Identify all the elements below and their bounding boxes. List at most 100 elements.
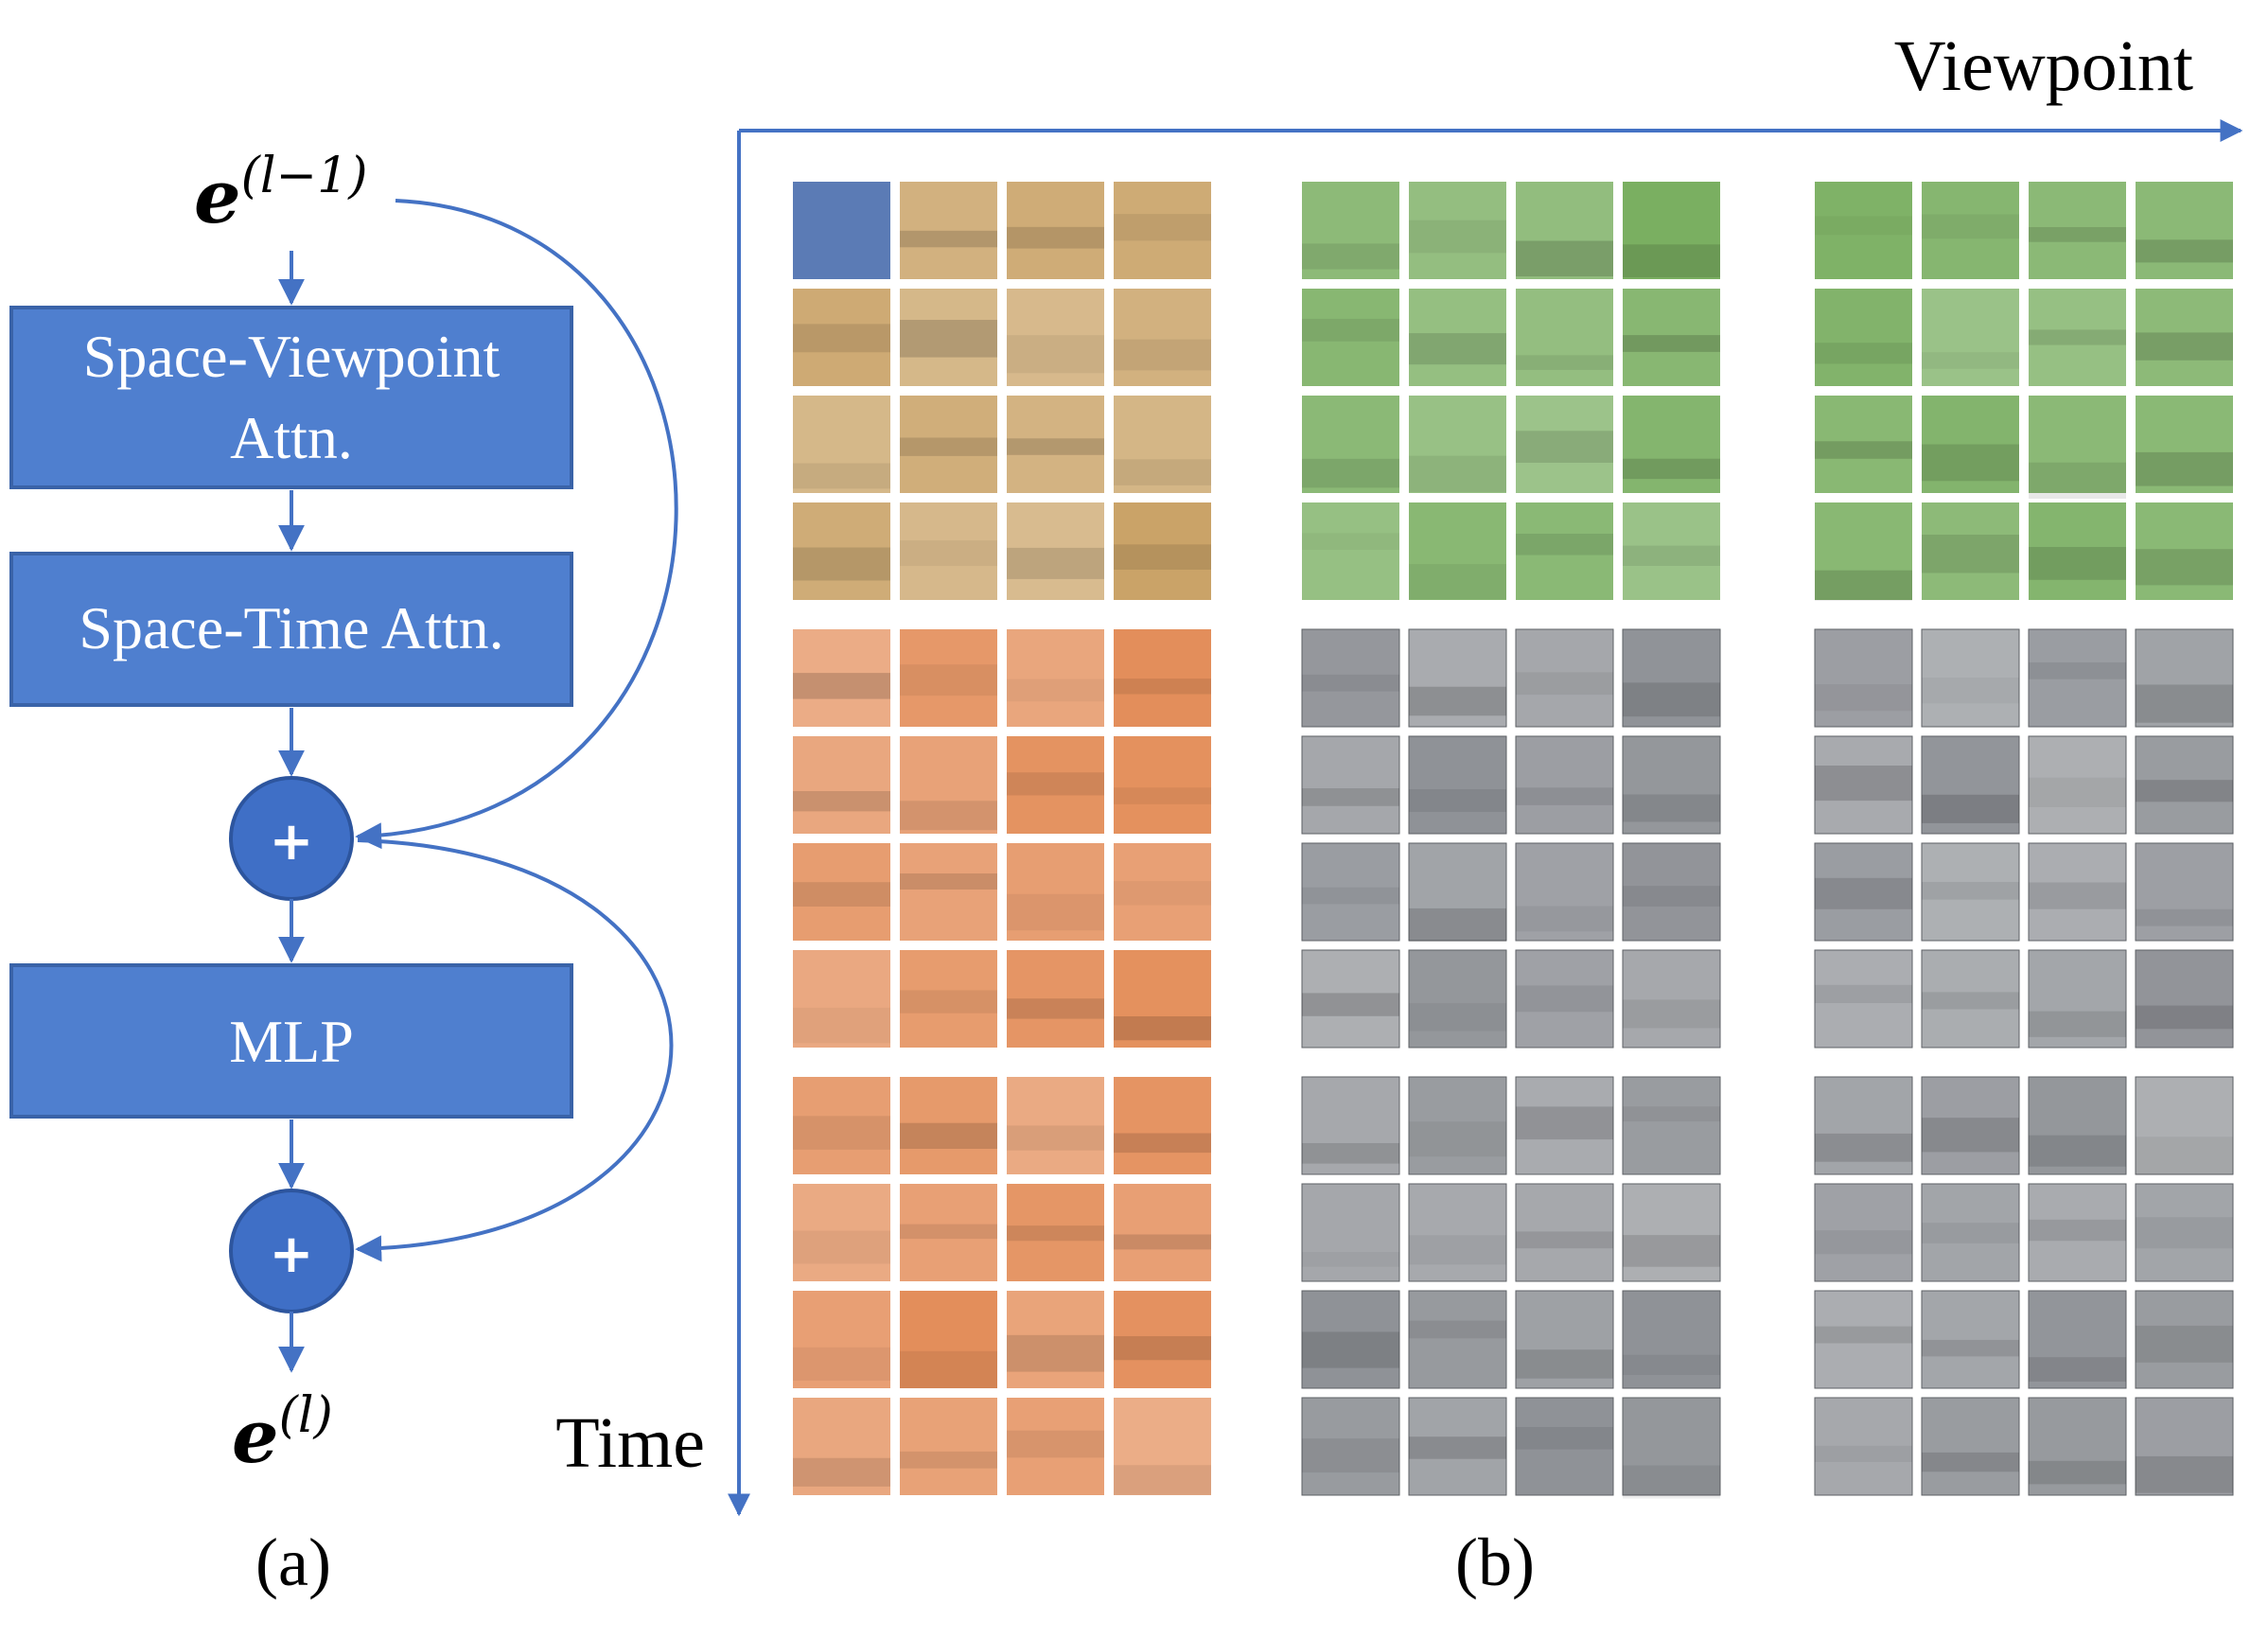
image-patch — [1114, 1184, 1211, 1281]
patch-texture — [2029, 1011, 2126, 1037]
image-patch — [1408, 1290, 1507, 1389]
image-patch — [1302, 289, 1399, 386]
image-patch — [1301, 1076, 1400, 1175]
patch-texture — [900, 437, 997, 456]
image-patch — [1921, 949, 2020, 1049]
patch-texture — [2136, 1005, 2233, 1030]
patch-texture — [900, 801, 997, 831]
image-patch — [1408, 949, 1507, 1049]
patch-texture — [900, 1451, 997, 1469]
image-patch — [1814, 1076, 1913, 1175]
patch-texture — [1922, 352, 2019, 369]
space-time-attn-block: Space-Time Attn. — [9, 552, 573, 707]
mlp-label: MLP — [229, 1008, 354, 1075]
patch-texture — [793, 463, 890, 489]
patch-texture — [1302, 318, 1399, 342]
image-patch — [1114, 736, 1211, 834]
image-patch — [2135, 1183, 2234, 1282]
image-patch — [1814, 1290, 1913, 1389]
image-patch — [793, 843, 890, 941]
patch-texture — [1815, 766, 1912, 802]
space-viewpoint-attn-block: Space-Viewpoint Attn. — [9, 306, 573, 489]
patch-texture — [1007, 1125, 1104, 1151]
image-patch — [793, 1398, 890, 1495]
image-patch — [1814, 1397, 1913, 1496]
image-patch — [1007, 396, 1104, 493]
patch-texture — [1409, 1121, 1506, 1157]
panel-a-transformer-block: e(l−1) Space-Viewpoint Attn. Space-Time … — [9, 148, 678, 1600]
patch-texture — [1922, 214, 2019, 239]
image-patch — [1007, 950, 1104, 1048]
image-patch — [1301, 1183, 1400, 1282]
image-patch — [1623, 396, 1720, 493]
patch-texture — [1114, 1234, 1211, 1250]
residual-skip-2 — [355, 838, 674, 1262]
image-patch — [2029, 502, 2126, 600]
image-patch — [1814, 735, 1913, 835]
image-patch — [793, 1184, 890, 1281]
patch-texture — [1409, 1235, 1506, 1265]
patch-texture — [1623, 1106, 1720, 1122]
patch-texture — [2029, 547, 2126, 580]
image-patch — [1516, 289, 1613, 386]
patch-texture — [1409, 1003, 1506, 1031]
patch-texture — [1114, 881, 1211, 906]
image-patch — [1409, 182, 1506, 279]
image-patch — [2135, 628, 2234, 728]
image-patch — [1007, 736, 1104, 834]
patch-texture — [900, 664, 997, 696]
patch-texture — [1922, 678, 2019, 704]
image-patch — [2135, 735, 2234, 835]
patch-texture — [1409, 686, 1506, 716]
patch-texture — [1007, 772, 1104, 796]
patch-texture — [1007, 226, 1104, 249]
image-patch — [793, 396, 890, 493]
patch-texture — [1623, 794, 1720, 822]
image-patch — [1114, 182, 1211, 279]
patch-texture — [1516, 787, 1613, 805]
patch-texture — [1302, 1252, 1399, 1267]
image-patch — [1922, 289, 2019, 386]
patch-texture — [1302, 993, 1399, 1016]
patch-texture — [2029, 1357, 2126, 1382]
patch-texture — [900, 540, 997, 567]
image-patch — [2028, 1183, 2127, 1282]
image-patch — [2135, 1076, 2234, 1175]
image-patch — [1815, 502, 1912, 600]
patch-texture — [793, 673, 890, 699]
image-patch — [1622, 1183, 1721, 1282]
patch-texture — [1409, 220, 1506, 254]
image-patch — [1114, 1291, 1211, 1388]
patch-texture — [1815, 877, 1912, 909]
patch-texture — [2136, 1455, 2233, 1493]
image-patch — [1815, 182, 1912, 279]
image-patch — [793, 289, 890, 386]
patch-texture — [1815, 1326, 1912, 1344]
patch-texture — [1007, 547, 1104, 579]
image-patch — [2136, 502, 2233, 600]
image-patch — [900, 1184, 997, 1281]
patch-texture — [1516, 985, 1613, 1013]
time-axis-label: Time — [555, 1403, 705, 1483]
patch-texture — [1623, 1465, 1720, 1499]
image-patch — [900, 502, 997, 600]
patch-texture — [900, 1224, 997, 1240]
image-patch — [1515, 842, 1614, 942]
image-patch — [1921, 1290, 2020, 1389]
image-patch — [1623, 502, 1720, 600]
image-patch — [1114, 843, 1211, 941]
image-patch — [1622, 628, 1721, 728]
patch-texture — [1815, 570, 1912, 601]
patch-texture — [1516, 1231, 1613, 1249]
patch-texture — [1007, 998, 1104, 1019]
patch-texture — [1302, 1331, 1399, 1368]
patch-texture — [1114, 544, 1211, 570]
image-patch — [1515, 1397, 1614, 1496]
patch-texture — [1007, 1430, 1104, 1458]
image-patch — [1408, 628, 1507, 728]
patch-texture — [1114, 339, 1211, 371]
frame-patch-grids — [793, 182, 2234, 1499]
patch-texture — [2029, 777, 2126, 807]
image-patch — [1302, 396, 1399, 493]
image-patch — [1622, 949, 1721, 1049]
